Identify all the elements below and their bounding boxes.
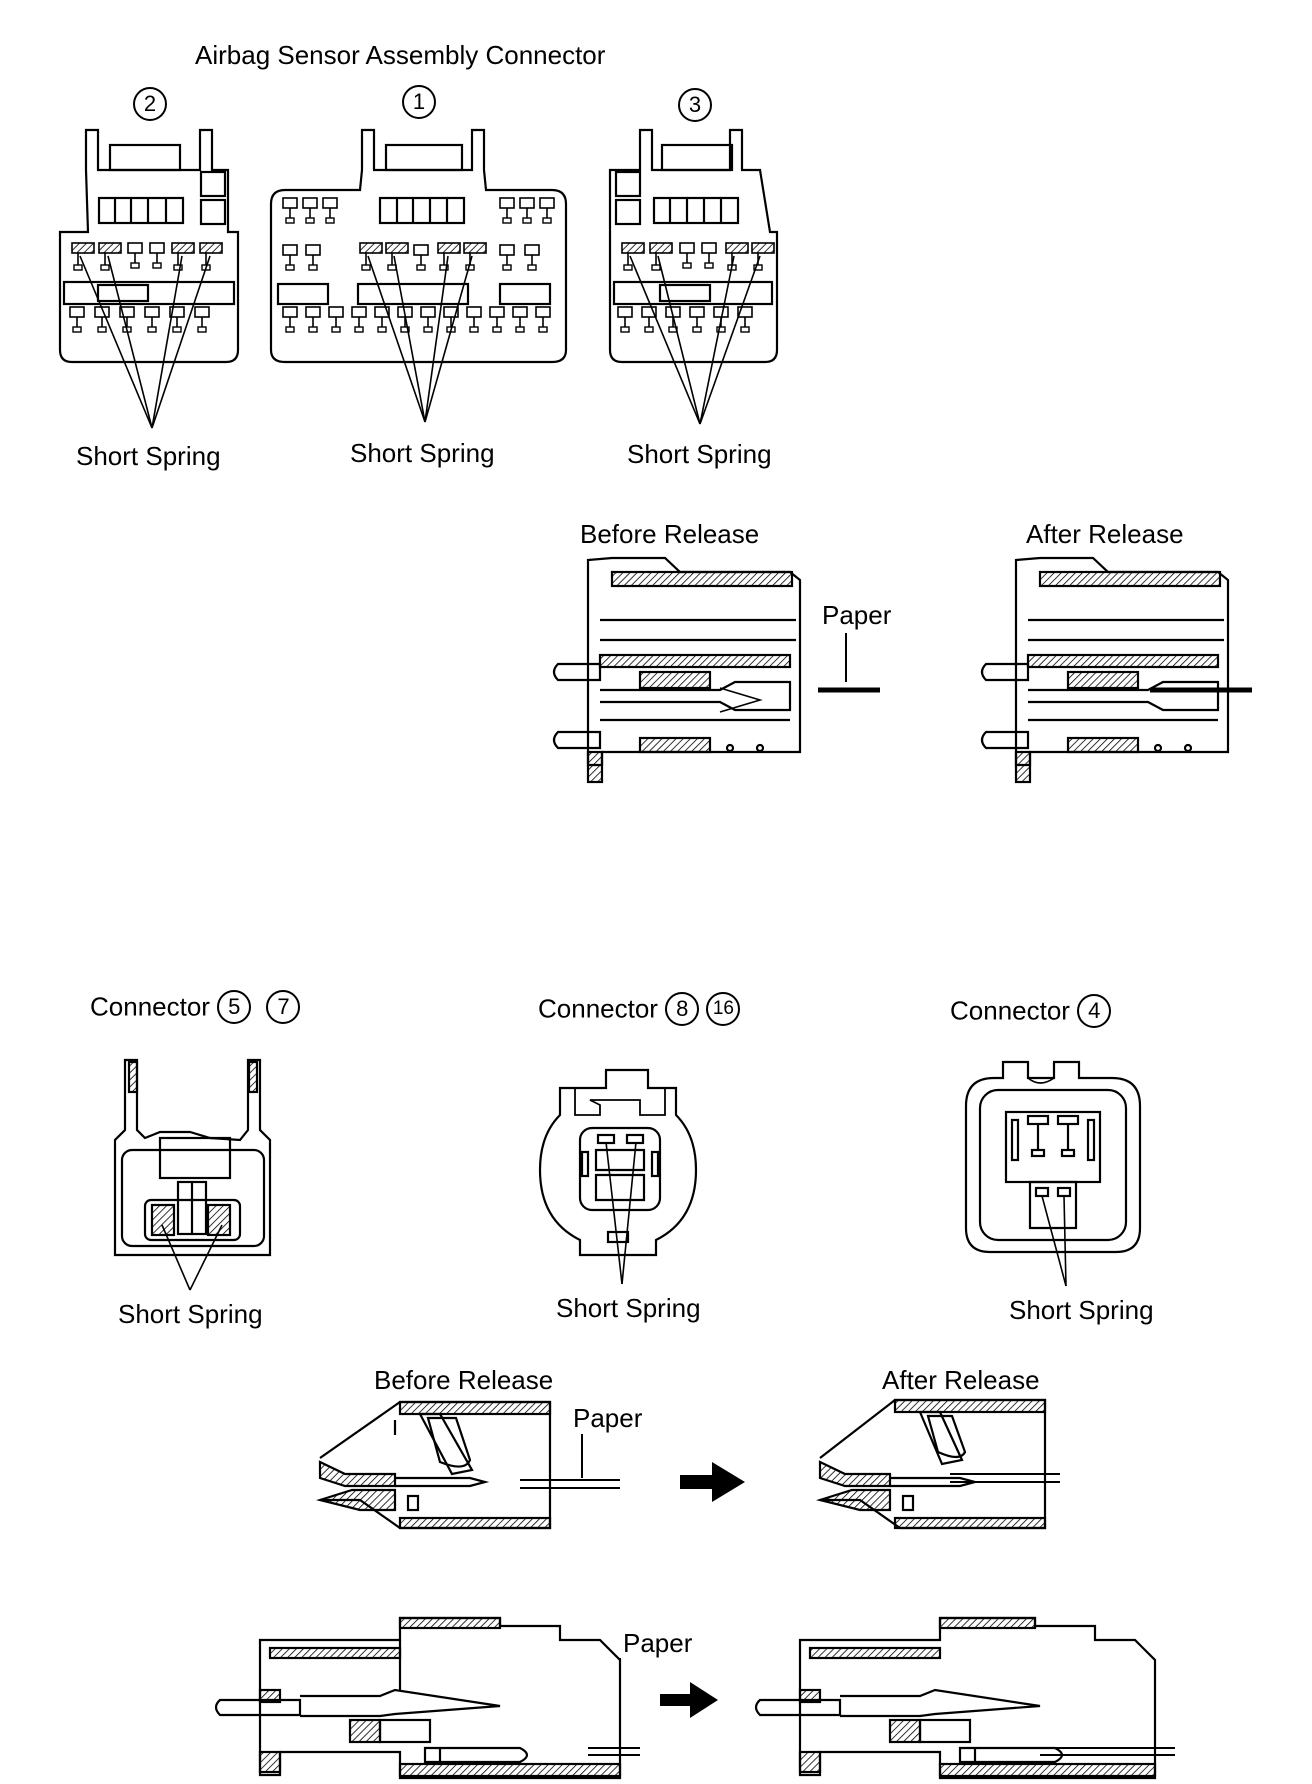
connector-1-spring-leaders <box>367 255 473 423</box>
connector-number-3: 3 <box>678 88 712 122</box>
bottom-plunger-before-drawing <box>214 1616 622 1780</box>
connector-5-7-drawing <box>113 1058 272 1257</box>
connector-number-3-circle: 3 <box>678 88 712 122</box>
bottom-paper-label-1: Paper <box>573 1403 643 1433</box>
connector-number-2: 2 <box>133 87 167 121</box>
connector-8-16-label: Connector 8 16 <box>538 992 741 1027</box>
bottom-plunger-after-drawing <box>754 1616 1157 1780</box>
connector-1-terminals <box>282 197 555 333</box>
short-spring-label-8-16: Short Spring <box>556 1293 701 1323</box>
connector-3-terminals <box>617 242 775 333</box>
bottom-arrow-1 <box>680 1462 745 1502</box>
top-before-paper <box>818 633 880 693</box>
connector-7-circle: 7 <box>266 990 301 1025</box>
short-spring-label-5-7: Short Spring <box>118 1299 263 1329</box>
bottom-before-release-drawing <box>315 1400 552 1530</box>
connector-4-spring-leaders <box>1041 1195 1067 1287</box>
bottom-after-release-drawing <box>815 1398 1047 1530</box>
connector-4-circle: 4 <box>1077 994 1112 1029</box>
connector-3-spring-leaders <box>629 255 761 425</box>
top-before-release-drawing <box>552 556 802 784</box>
connector-8-16-drawing <box>538 1068 698 1257</box>
connector-1-drawing <box>269 128 568 364</box>
connector-4-text: Connector <box>950 995 1070 1026</box>
short-spring-label-3: Short Spring <box>627 439 772 469</box>
connector-3-drawing <box>608 128 779 364</box>
connector-2-drawing <box>58 128 240 364</box>
airbag-connector-title: Airbag Sensor Assembly Connector <box>195 40 606 70</box>
connector-number-1: 1 <box>402 85 436 119</box>
short-spring-label-1: Short Spring <box>350 438 495 468</box>
top-before-release-label: Before Release <box>580 519 760 549</box>
connector-2-spring-leaders <box>79 255 211 429</box>
connector-number-1-circle: 1 <box>402 85 436 119</box>
bottom-plunger-after-paper <box>1040 1747 1175 1756</box>
short-spring-label-4: Short Spring <box>1009 1295 1154 1325</box>
connector-5-7-spring-leaders <box>161 1224 223 1291</box>
connector-4-label: Connector 4 <box>950 994 1112 1029</box>
bottom-after-paper <box>950 1473 1060 1483</box>
top-after-release-drawing <box>980 556 1230 784</box>
connector-4-drawing <box>964 1060 1142 1254</box>
bottom-paper-label-2: Paper <box>623 1628 693 1658</box>
bottom-plunger-before-paper <box>588 1658 640 1756</box>
bottom-before-paper <box>520 1434 620 1489</box>
connector-5-circle: 5 <box>217 990 252 1025</box>
connector-8-16-text: Connector <box>538 993 658 1024</box>
connector-8-circle: 8 <box>665 992 700 1027</box>
connector-number-2-circle: 2 <box>133 87 167 121</box>
bottom-arrow-2 <box>660 1682 718 1718</box>
bottom-before-release-label: Before Release <box>374 1365 554 1395</box>
short-spring-label-2: Short Spring <box>76 441 221 471</box>
connector-5-7-label: Connector 5 7 <box>90 990 301 1025</box>
connector-8-16-spring-leaders <box>605 1141 637 1285</box>
bottom-after-release-label: After Release <box>882 1365 1040 1395</box>
top-paper-label: Paper <box>822 600 892 630</box>
connector-16-circle: 16 <box>706 992 741 1027</box>
top-after-release-label: After Release <box>1026 519 1184 549</box>
connector-5-7-text: Connector <box>90 991 210 1022</box>
